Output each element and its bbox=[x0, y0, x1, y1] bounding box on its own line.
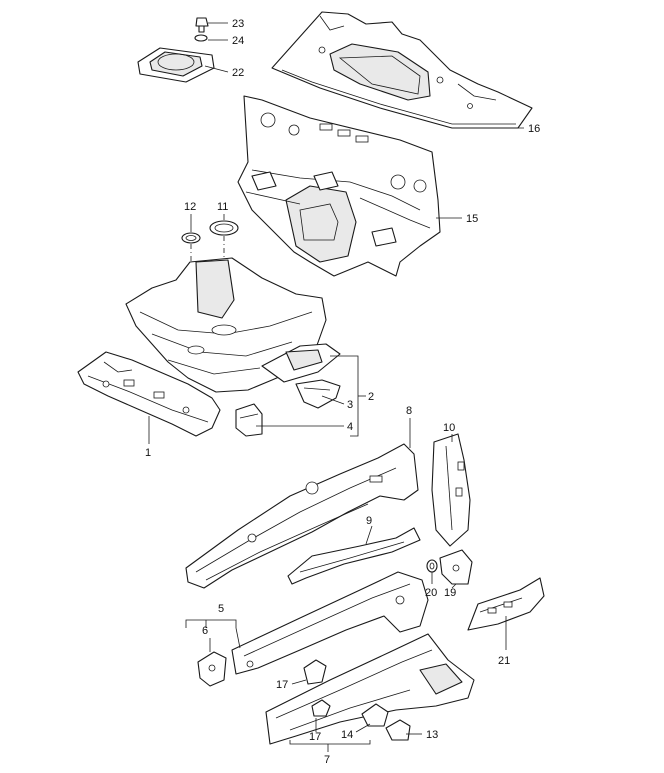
part-15-rear-bulkhead bbox=[237, 95, 441, 277]
part-1-cross-member bbox=[77, 351, 221, 437]
part-5-sill-upper bbox=[231, 571, 429, 675]
callout-17-lower: 17 bbox=[309, 731, 321, 743]
part-17-clip-lower bbox=[311, 699, 331, 717]
part-3-bracket bbox=[295, 379, 341, 409]
callout-22: 22 bbox=[232, 67, 244, 79]
part-24-washer bbox=[194, 34, 208, 42]
callout-6: 6 bbox=[202, 625, 208, 637]
callout-12: 12 bbox=[184, 201, 196, 213]
callout-13: 13 bbox=[426, 729, 438, 741]
callout-24: 24 bbox=[232, 35, 244, 47]
callout-7: 7 bbox=[324, 754, 330, 766]
part-4-bracket bbox=[235, 403, 263, 437]
callout-10: 10 bbox=[443, 422, 455, 434]
callout-4: 4 bbox=[347, 421, 353, 433]
part-13-clip bbox=[385, 719, 411, 741]
callout-2: 2 bbox=[368, 391, 374, 403]
part-22-cover-plate bbox=[137, 47, 215, 83]
callout-21: 21 bbox=[498, 655, 510, 667]
trunk-floor-tub bbox=[125, 257, 341, 393]
part-14-clip bbox=[361, 703, 389, 727]
part-9-reinforcement bbox=[287, 527, 421, 585]
part-23-bolt bbox=[195, 17, 209, 33]
part-21-side-panel bbox=[467, 577, 545, 631]
part-20-grommet bbox=[426, 559, 438, 573]
callout-20: 20 bbox=[425, 587, 437, 599]
callout-11: 11 bbox=[217, 201, 228, 213]
callout-14: 14 bbox=[341, 729, 353, 741]
callout-15: 15 bbox=[466, 213, 478, 225]
part-6-bracket bbox=[197, 651, 227, 687]
callout-16: 16 bbox=[528, 123, 540, 135]
part-16-rear-upper-panel bbox=[271, 11, 533, 129]
callout-1: 1 bbox=[145, 447, 151, 459]
callout-labels: 23 24 22 16 15 11 12 2 3 4 1 8 10 9 20 1… bbox=[145, 18, 540, 766]
callout-9: 9 bbox=[366, 515, 372, 527]
callout-5: 5 bbox=[218, 603, 224, 615]
callout-8: 8 bbox=[406, 405, 412, 417]
callout-3: 3 bbox=[347, 399, 353, 411]
part-12-ring bbox=[181, 232, 201, 244]
leader-lines bbox=[148, 22, 524, 752]
callout-23: 23 bbox=[232, 18, 244, 30]
callout-19: 19 bbox=[444, 587, 456, 599]
part-17-clip-upper bbox=[303, 659, 327, 685]
part-11-ring bbox=[209, 220, 239, 236]
part-19-bracket bbox=[439, 549, 473, 585]
part-10-pillar bbox=[431, 433, 471, 547]
callout-17-upper: 17 bbox=[276, 679, 288, 691]
part-8-longitudinal-member bbox=[185, 443, 419, 589]
